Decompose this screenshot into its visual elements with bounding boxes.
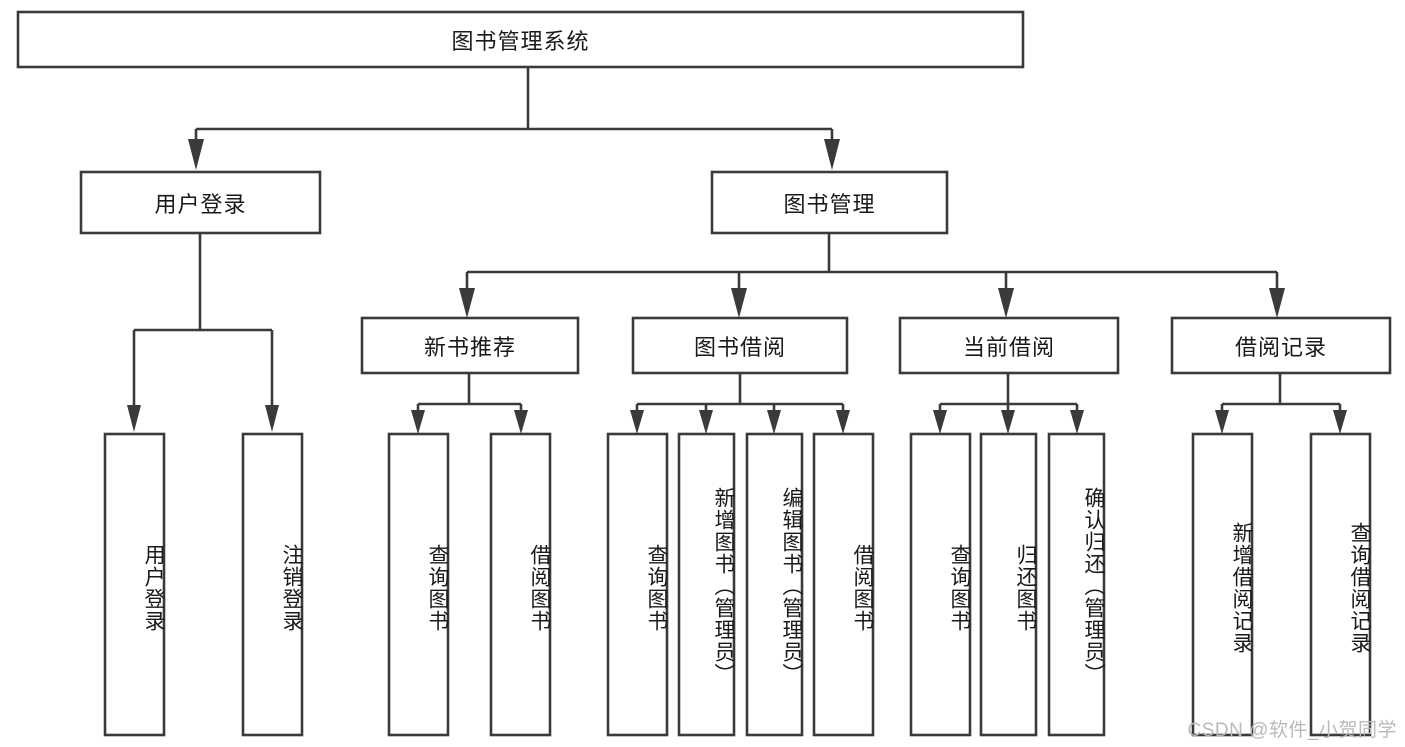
arrowhead-currentborrow-leaf2-icon — [1001, 410, 1015, 434]
node-borrow-record-box[interactable] — [1170, 316, 1392, 375]
node-leaf-borrow-book-2-box[interactable] — [812, 432, 875, 737]
node-user-login-box[interactable] — [79, 170, 322, 235]
arrowhead-logout-leaf-icon — [265, 405, 279, 432]
node-leaf-query-record-box[interactable] — [1309, 432, 1372, 737]
arrowhead-user-login-leaf-icon — [127, 405, 141, 432]
node-leaf-query-book-1-box[interactable] — [387, 432, 450, 737]
arrowhead-bookborrow-leaf2-icon — [699, 410, 713, 434]
arrowhead-userlogin-icon — [188, 139, 204, 170]
node-leaf-borrow-book-1-box[interactable] — [489, 432, 552, 737]
node-leaf-edit-book-box[interactable] — [745, 432, 804, 737]
arrowhead-bookborrow-leaf1-icon — [630, 410, 644, 434]
node-leaf-return-book-box[interactable] — [979, 432, 1038, 737]
arrowhead-currentborrow-icon — [998, 288, 1014, 318]
arrowhead-borrowrecord-icon — [1269, 288, 1285, 318]
node-leaf-add-record-box[interactable] — [1191, 432, 1254, 737]
node-leaf-query-book-2-box[interactable] — [606, 432, 669, 737]
arrowhead-borrowrecord-leaf2-icon — [1333, 410, 1347, 434]
arrowhead-currentborrow-leaf3-icon — [1070, 410, 1084, 434]
node-book-management-box[interactable] — [710, 170, 949, 235]
node-root-box[interactable] — [16, 10, 1025, 69]
node-new-book-recommend-box[interactable] — [360, 316, 580, 375]
node-leaf-user-login-box[interactable] — [103, 432, 166, 737]
arrowhead-bookmgmt-icon — [824, 139, 840, 170]
arrowhead-newbook-icon — [459, 288, 475, 318]
node-book-borrow-box[interactable] — [631, 316, 849, 375]
node-leaf-logout-box[interactable] — [241, 432, 304, 737]
arrowhead-bookborrow-leaf3-icon — [767, 410, 781, 434]
arrowhead-bookborrow-leaf4-icon — [836, 410, 850, 434]
node-leaf-add-book-box[interactable] — [677, 432, 736, 737]
node-leaf-confirm-return-box[interactable] — [1047, 432, 1106, 737]
node-leaf-query-book-3-box[interactable] — [909, 432, 972, 737]
arrowhead-bookborrow-icon — [731, 288, 747, 318]
arrowhead-newbook-leaf2-icon — [514, 410, 528, 434]
node-current-borrow-box[interactable] — [898, 316, 1120, 375]
arrowhead-currentborrow-leaf1-icon — [933, 410, 947, 434]
arrowhead-borrowrecord-leaf1-icon — [1215, 410, 1229, 434]
arrowhead-newbook-leaf1-icon — [411, 410, 425, 434]
